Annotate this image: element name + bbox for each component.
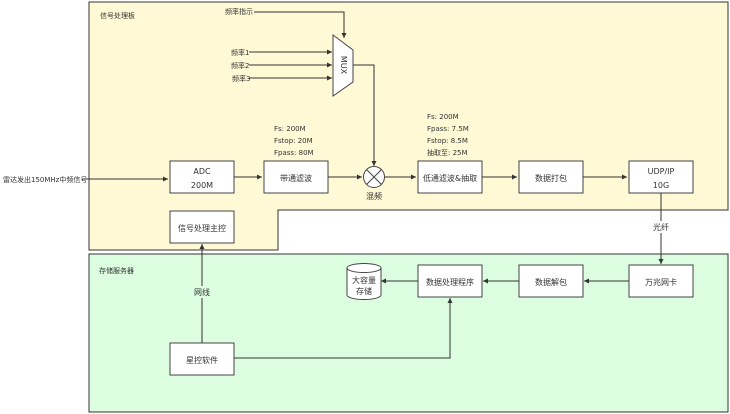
svg-text:数据处理程序: 数据处理程序 xyxy=(426,277,474,287)
control-software-block: 星控软件 xyxy=(169,342,235,376)
lowpass-param-fs: Fs: 200M xyxy=(427,113,459,121)
svg-text:200M: 200M xyxy=(191,181,213,190)
bandpass-param-fpass: Fpass: 80M xyxy=(274,149,314,157)
adc-block: ADC 200M xyxy=(169,160,235,194)
data-packing-block: 数据打包 xyxy=(518,160,584,194)
mux-input-label-1: 频率1 xyxy=(231,48,249,57)
signal-board-title: 信号处理板 xyxy=(100,11,135,20)
input-signal-label: 雷达发出150MHz中频信号 xyxy=(3,175,87,184)
svg-text:数据解包: 数据解包 xyxy=(535,277,567,287)
mixer-label: 混频 xyxy=(366,191,382,201)
bandpass-param-fs: Fs: 200M xyxy=(274,125,306,133)
bandpass-filter-block: 带通滤波 xyxy=(263,160,329,194)
mux-select-label: 频率指示 xyxy=(225,7,253,16)
svg-text:UDP/IP: UDP/IP xyxy=(648,167,675,176)
bandpass-param-fstop: Fstop: 20M xyxy=(274,137,313,145)
mux-label: MUX xyxy=(339,56,348,75)
svg-text:信号处理主控: 信号处理主控 xyxy=(178,223,226,233)
nic-block: 万兆网卡 xyxy=(628,264,694,298)
svg-text:大容量: 大容量 xyxy=(352,275,376,285)
mass-storage-cylinder: 大容量 存储 xyxy=(346,263,382,300)
svg-text:万兆网卡: 万兆网卡 xyxy=(645,277,677,287)
mux-select-line xyxy=(254,11,347,38)
storage-server-region xyxy=(88,253,729,413)
storage-server-title: 存储服务器 xyxy=(99,266,134,275)
data-unpacking-block: 数据解包 xyxy=(518,264,584,298)
mux-output-line xyxy=(353,64,377,166)
data-processing-block: 数据处理程序 xyxy=(417,264,483,298)
svg-text:10G: 10G xyxy=(653,181,669,190)
lowpass-param-fpass: Fpass: 7.5M xyxy=(427,125,469,133)
signal-master-block: 信号处理主控 xyxy=(169,210,235,244)
lowpass-param-fstop: Fstop: 8.5M xyxy=(427,137,468,145)
svg-text:数据打包: 数据打包 xyxy=(535,173,567,183)
svg-text:存储: 存储 xyxy=(356,286,372,296)
mux-block xyxy=(332,34,354,97)
mux-input-label-2: 频率2 xyxy=(231,61,249,70)
mixer-symbol xyxy=(363,166,385,188)
svg-text:ADC: ADC xyxy=(193,167,211,176)
fiber-link-label: 光纤 xyxy=(653,222,669,232)
svg-text:星控软件: 星控软件 xyxy=(186,355,218,365)
lowpass-param-decimation: 抽取至: 25M xyxy=(427,148,468,157)
mux-input-label-3: 频率3 xyxy=(232,74,250,83)
lowpass-decimation-block: 低通滤波&抽取 xyxy=(417,160,483,194)
udp-ip-block: UDP/IP 10G xyxy=(628,160,694,194)
network-link-label: 网线 xyxy=(194,287,210,297)
svg-text:带通滤波: 带通滤波 xyxy=(280,173,312,183)
svg-text:低通滤波&抽取: 低通滤波&抽取 xyxy=(423,173,477,183)
control-to-processing-line xyxy=(234,298,453,359)
